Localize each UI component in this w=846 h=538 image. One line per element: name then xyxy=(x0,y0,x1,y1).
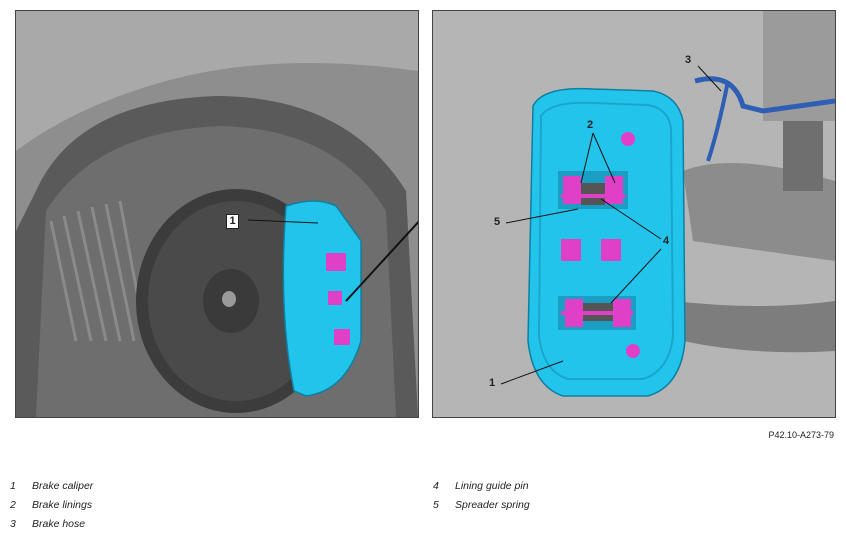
callout-5: 5 xyxy=(494,216,501,228)
legend-item: 4 Lining guide pin xyxy=(433,480,529,492)
callout-2: 2 xyxy=(587,119,594,131)
left-illustration-panel: 1 xyxy=(15,10,419,418)
callout-3: 3 xyxy=(685,54,692,66)
wheel-well-illustration xyxy=(16,11,418,417)
legend-item: 3 Brake hose xyxy=(10,518,86,530)
legend-item: 5 Spreader spring xyxy=(433,499,530,511)
legend-right-column: 4 Lining guide pin 5 Spreader spring xyxy=(433,480,733,518)
callout-1-left: 1 xyxy=(226,214,239,229)
brake-hose xyxy=(694,76,835,114)
caliper-detail-illustration xyxy=(433,11,835,417)
legend-left-column: 1 Brake caliper 2 Brake linings 3 Brake … xyxy=(10,480,310,537)
right-illustration-panel: 2 3 4 5 1 xyxy=(432,10,836,418)
brake-caliper xyxy=(282,200,362,397)
callout-4: 4 xyxy=(663,235,670,247)
legend-item: 1 Brake caliper xyxy=(10,480,94,492)
figure-reference-code: P42.10-A273-79 xyxy=(768,430,834,440)
callout-1-right: 1 xyxy=(489,377,496,389)
legend-item: 2 Brake linings xyxy=(10,499,93,511)
brake-lining-upper-left xyxy=(563,176,581,204)
